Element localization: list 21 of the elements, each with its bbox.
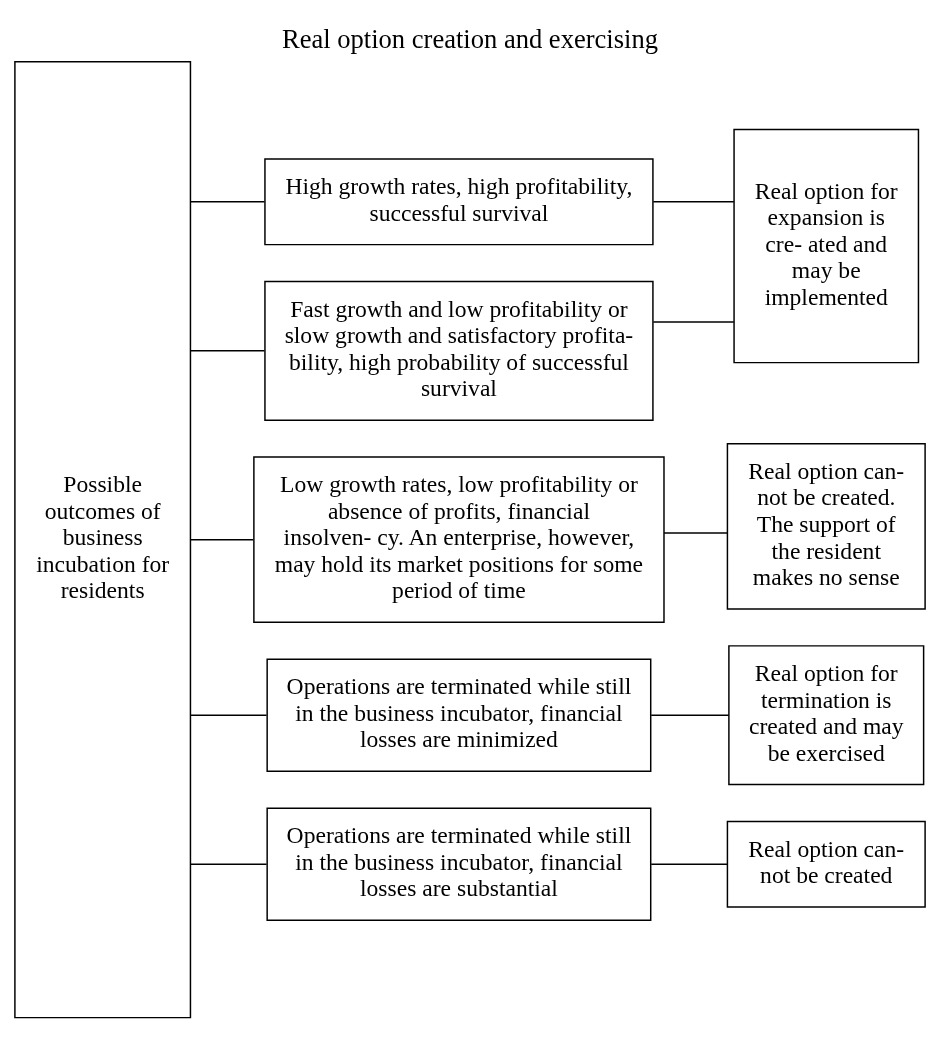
connector [662,531,728,534]
connector [189,349,265,352]
connector [189,200,265,203]
connector [649,862,728,865]
connector [189,713,267,716]
connector [652,320,735,323]
connector [189,538,254,540]
node-box: Possible outcomes of business incubation for residents [13,60,191,1018]
node-box: Real option can- not be created. The support of the resident makes no sense [726,442,926,610]
node-box: Operations are terminated while still in the business incubator, financial losses are minimized [265,657,651,772]
node-box: High growth rates, high profitability, successful survival [263,157,654,245]
diagram-title: Real option creation and exercising [281,23,658,54]
connector [649,713,730,716]
node-box: Real option can- not be created [726,820,926,908]
node-box: Real option for termination is created and may be exercised [727,644,924,785]
connector [189,862,267,865]
node-box: Operations are terminated while still in the business incubator, financial losses are substantial [265,806,651,921]
node-box: Fast growth and low profitability or slow growth and satisfactory profita- bility, high probability of successful survival [263,280,654,421]
node-box: Real option for expansion is cre- ated and may be implemented [732,128,919,363]
node-box: Low growth rates, low profitability or absence of profits, financial insolven- cy. An enterprise, however, may hold its market positions for some period of time [252,455,665,623]
connector [652,200,735,203]
